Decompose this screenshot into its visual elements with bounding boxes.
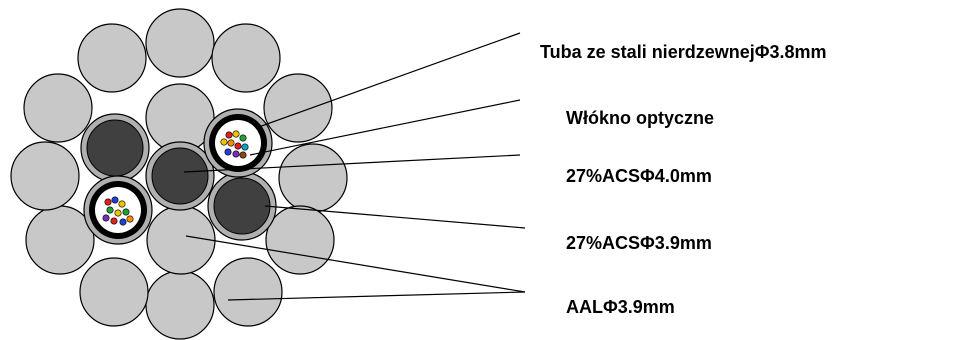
optical-fibers bbox=[102, 196, 134, 226]
leader-line-aal-inner bbox=[185, 235, 526, 293]
leader-line-acs-39 bbox=[264, 205, 526, 229]
outer-aal-wire-layer bbox=[10, 8, 348, 340]
aal-wire bbox=[213, 257, 283, 327]
aal-wire bbox=[79, 257, 149, 327]
aal-wire bbox=[145, 8, 215, 78]
leader-line-optical-fiber bbox=[249, 99, 521, 156]
aal-wire bbox=[10, 141, 80, 211]
optical-fibers bbox=[220, 130, 249, 159]
acs-wire-right bbox=[207, 171, 277, 241]
aal-wire bbox=[211, 23, 281, 93]
aal-wire bbox=[25, 205, 95, 275]
aal-wire bbox=[77, 23, 147, 93]
aal-wire bbox=[278, 143, 348, 213]
inner-aal-wire-bottom bbox=[146, 205, 216, 275]
stainless-tube-lower bbox=[83, 175, 153, 245]
aal-wire bbox=[265, 205, 335, 275]
leader-lines bbox=[183, 32, 526, 301]
label-aal-39: AALΦ3.9mm bbox=[566, 297, 675, 317]
leader-line-acs-40 bbox=[183, 154, 521, 173]
label-acs-40: 27%ACSΦ4.0mm bbox=[566, 166, 712, 186]
label-acs-39: 27%ACSΦ3.9mm bbox=[566, 233, 712, 253]
aal-wire bbox=[263, 73, 333, 143]
label-optical-fiber: Włókno optyczne bbox=[566, 108, 714, 128]
stainless-tube-upper bbox=[203, 108, 273, 178]
leader-line-aal-outer bbox=[227, 291, 526, 301]
aal-wire bbox=[23, 73, 93, 143]
acs-wire-center bbox=[145, 141, 215, 211]
aal-wire bbox=[145, 270, 215, 340]
acs-wire-left bbox=[80, 113, 150, 183]
label-stainless-tube: Tuba ze stali nierdzewnejΦ3.8mm bbox=[540, 42, 827, 62]
leader-line-stainless-tube bbox=[255, 32, 521, 129]
